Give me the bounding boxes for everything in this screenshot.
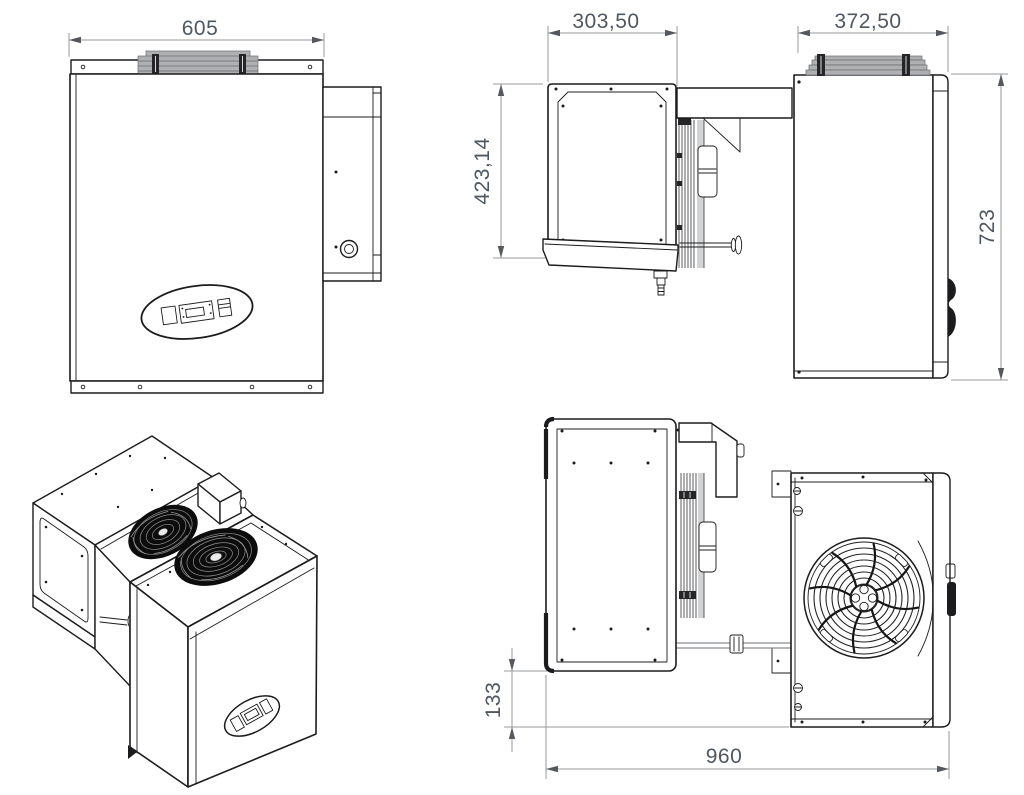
- dimension-overall-depth: 960: [545, 675, 950, 779]
- side-view-evaporator: [542, 83, 793, 296]
- junction-box: [697, 145, 718, 198]
- condenser-housing: [793, 74, 934, 379]
- dimension-overall-height: 723: [951, 73, 1008, 381]
- evaporator-fan: [128, 504, 198, 560]
- condenser-coil-fins: [805, 54, 931, 76]
- dimension-label-front-width: 605: [182, 17, 219, 40]
- top-coil-fins: [137, 50, 259, 75]
- air-duct-plan: [678, 422, 745, 498]
- mounting-rail: [771, 470, 792, 498]
- fan-hub: [209, 552, 223, 562]
- dimension-condenser-depth: 372,50: [797, 10, 949, 72]
- junction-box-plan: [698, 521, 717, 573]
- bottom-mounting-flange: [70, 380, 324, 394]
- control-panel-iso: [223, 695, 281, 737]
- latch-catch: [945, 563, 956, 579]
- front-view: [69, 50, 382, 394]
- power-switch: [160, 305, 178, 326]
- dimension-label-overall-depth: 960: [706, 745, 743, 768]
- dimension-evaporator-depth: 303,50: [547, 10, 678, 86]
- air-duct-front: [219, 490, 242, 525]
- dimension-evaporator-height: 423,14: [471, 83, 545, 259]
- top-frame-rail: [676, 87, 793, 119]
- drain-connector: [339, 239, 359, 259]
- evaporator-box-plan: [543, 416, 680, 674]
- wall-duct-section: [322, 86, 382, 282]
- condenser-fan-iso: [174, 528, 258, 586]
- grille-tab: [820, 554, 833, 567]
- grille-tab: [895, 629, 908, 642]
- rear-access-panel: [39, 517, 89, 623]
- grille-tab: [820, 629, 833, 642]
- dimension-label-evaporator-height: 423,14: [471, 137, 494, 204]
- support-bracket: [702, 117, 741, 153]
- drain-fitting: [653, 270, 668, 296]
- thermostat-controller: [178, 300, 215, 324]
- side-view-condenser: [793, 54, 956, 379]
- pipe-fitting: [729, 634, 744, 654]
- control-panel: [140, 284, 254, 340]
- fan-hub: [850, 584, 878, 612]
- drip-tray: [542, 238, 679, 272]
- flange-screw: [80, 64, 86, 70]
- dimension-label-condenser-depth: 372,50: [834, 10, 901, 33]
- dimensions-layer: 605 303,50 372,50 423,14: [68, 10, 1008, 779]
- mounting-rail: [771, 647, 792, 674]
- dimension-plan-offset: 133: [482, 648, 789, 752]
- dimension-label-overall-height: 723: [976, 209, 999, 246]
- duct-knob: [736, 443, 745, 458]
- dimension-front-width: 605: [68, 17, 325, 57]
- grille-tab: [895, 554, 908, 567]
- front-box-front-face: [187, 555, 318, 788]
- door-latch-handle: [948, 278, 956, 337]
- side-panel-edge: [932, 74, 949, 379]
- condenser-fan-grille: [803, 537, 925, 659]
- evaporator-housing: [547, 83, 677, 263]
- thermostat-display: [185, 306, 205, 318]
- wall-clamp-screw: [679, 235, 743, 255]
- isometric-view: [32, 435, 318, 788]
- foot-bracket: [128, 745, 137, 759]
- fan-hub: [158, 528, 168, 536]
- dimension-label-plan-offset: 133: [482, 682, 505, 719]
- dimension-label-evaporator-depth: 303,50: [572, 10, 639, 33]
- plan-view: [543, 416, 956, 728]
- door-latch-plan: [947, 582, 956, 616]
- refrigerant-pipe: [676, 634, 791, 654]
- flange-screw: [307, 64, 313, 70]
